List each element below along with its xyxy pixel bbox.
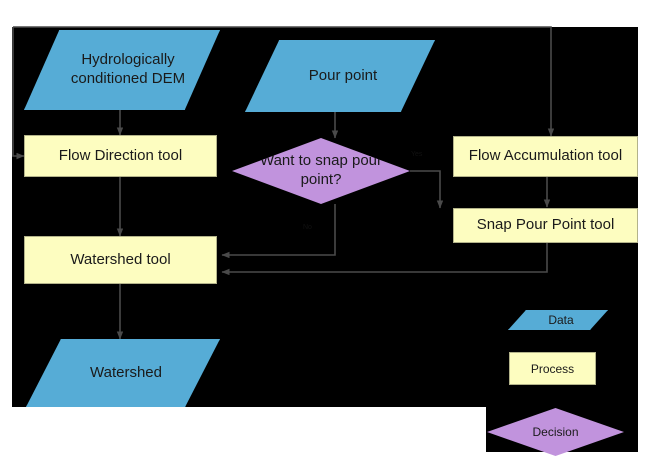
legend-item-process: Process [509, 352, 596, 385]
node-label: Hydrologically conditioned DEM [70, 51, 186, 87]
node-watershed-output[interactable]: Watershed [26, 339, 220, 407]
legend-label: Process [530, 361, 575, 376]
node-label: Flow Accumulation tool [468, 147, 623, 165]
node-pour-point[interactable]: Pour point [245, 40, 435, 112]
node-flow-accumulation-tool[interactable]: Flow Accumulation tool [453, 136, 638, 177]
legend-label: Data [548, 313, 574, 327]
node-flow-direction-tool[interactable]: Flow Direction tool [24, 135, 217, 177]
node-hydrologically-conditioned-dem[interactable]: Hydrologically conditioned DEM [24, 30, 220, 110]
edge-label-yes: Yes [411, 151, 423, 158]
node-label: Watershed tool [70, 250, 171, 268]
edge-dem-to-flow-accumulation [13, 26, 555, 137]
node-label: Snap Pour Point tool [476, 216, 615, 234]
edge-label-no: No [303, 224, 312, 231]
legend-label: Decision [532, 425, 579, 439]
node-label: Want to snap pour point? [259, 152, 382, 188]
edge-decision-yes-to-snap-tool [410, 170, 444, 209]
node-label: Pour point [308, 66, 378, 84]
node-watershed-tool[interactable]: Watershed tool [24, 236, 217, 284]
edge-dem-to-flow-direction-bus [12, 27, 25, 160]
node-snap-pour-point-tool[interactable]: Snap Pour Point tool [453, 208, 638, 243]
node-label: Flow Direction tool [58, 146, 183, 164]
edge-decision-no-to-watershed-tool [221, 204, 336, 259]
node-label: Watershed [90, 363, 162, 381]
edge-snap-tool-to-watershed-tool [221, 243, 548, 276]
